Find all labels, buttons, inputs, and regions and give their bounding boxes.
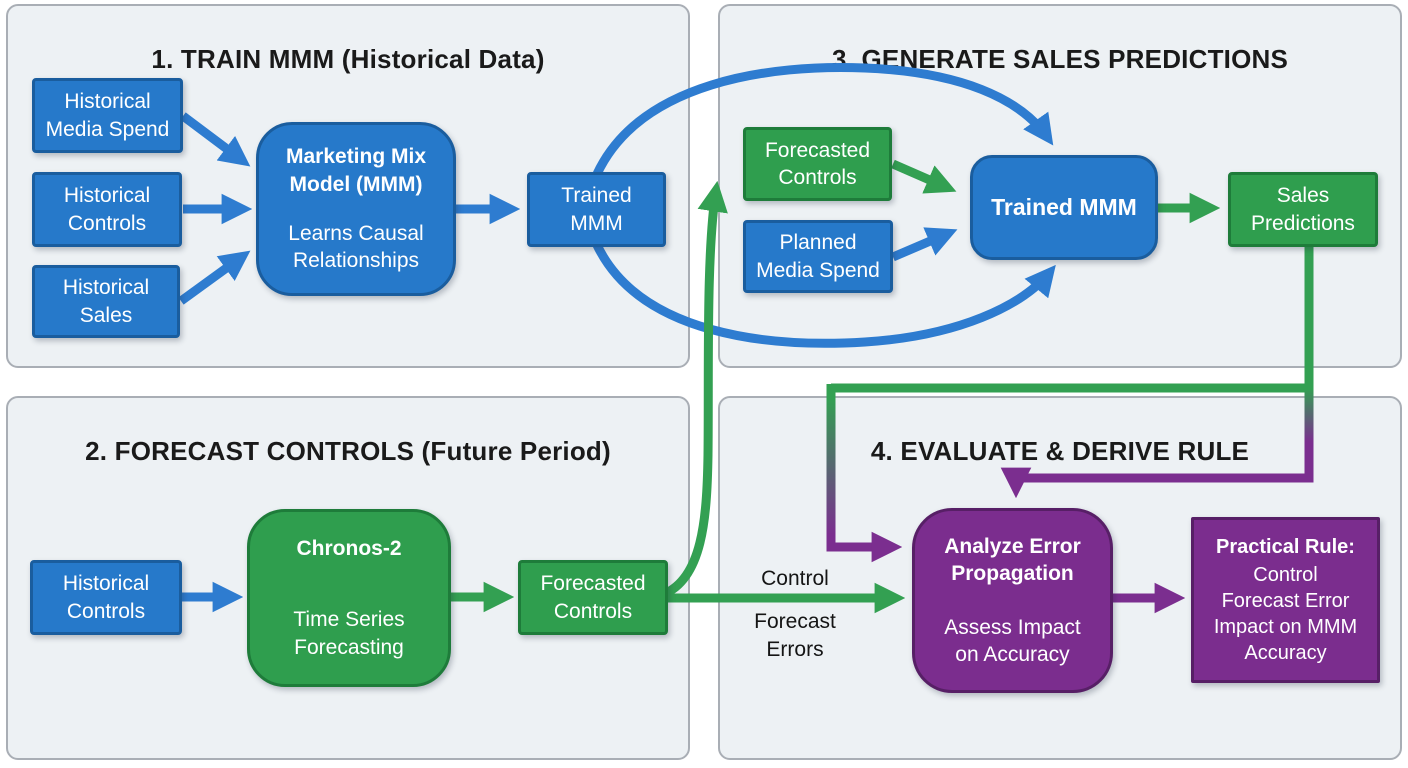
node-historical-sales: Historical Sales <box>32 265 180 338</box>
node-analyze-error-propagation-header: Analyze Error Propagation <box>944 534 1081 586</box>
node-analyze-error-propagation: Analyze Error Propagation Assess Impact … <box>912 508 1113 693</box>
panel-train-mmm-title: 1. TRAIN MMM (Historical Data) <box>151 43 545 74</box>
label-control-forecast-errors-rest: Forecast Errors <box>754 610 836 661</box>
label-control-forecast-errors-top: Control <box>761 567 829 590</box>
node-chronos2: Chronos-2 Time Series Forecasting <box>247 509 451 687</box>
node-historical-controls-forecast: Historical Controls <box>30 560 182 635</box>
node-historical-sales-label: Historical Sales <box>62 276 150 327</box>
node-trained-mmm-predict: Trained MMM <box>970 155 1158 260</box>
node-practical-rule-body: Control Forecast Error Impact on MMM Acc… <box>1213 564 1358 664</box>
node-forecasted-controls-forecast-label: Forecasted Controls <box>540 572 646 623</box>
node-chronos2-body: Time Series Forecasting <box>293 608 405 659</box>
node-trained-mmm-train-label: Trained MMM <box>561 184 632 235</box>
panel-evaluate-derive-rule-title: 4. EVALUATE & DERIVE RULE <box>870 435 1250 466</box>
panel-generate-sales-predictions-title: 3. GENERATE SALES PREDICTIONS <box>831 43 1289 74</box>
node-chronos2-header: Chronos-2 <box>296 537 402 561</box>
node-practical-rule: Practical Rule: Control Forecast Error I… <box>1191 517 1380 683</box>
node-sales-predictions: Sales Predictions <box>1228 172 1378 247</box>
node-forecasted-controls-predict: Forecasted Controls <box>743 127 892 201</box>
node-marketing-mix-model: Marketing Mix Model (MMM) Learns Causal … <box>256 122 456 296</box>
node-forecasted-controls-forecast: Forecasted Controls <box>518 560 668 635</box>
node-practical-rule-header: Practical Rule: <box>1216 536 1355 558</box>
node-historical-controls-train: Historical Controls <box>32 172 182 247</box>
node-planned-media-spend-label: Planned Media Spend <box>756 231 880 282</box>
node-historical-media-spend: Historical Media Spend <box>32 78 183 153</box>
node-trained-mmm-train: Trained MMM <box>527 172 666 247</box>
node-sales-predictions-label: Sales Predictions <box>1251 184 1355 235</box>
node-analyze-error-propagation-body: Assess Impact on Accuracy <box>944 615 1081 666</box>
node-historical-controls-forecast-label: Historical Controls <box>62 572 150 623</box>
node-marketing-mix-model-body: Learns Causal Relationships <box>288 222 424 273</box>
node-marketing-mix-model-header: Marketing Mix Model (MMM) <box>285 145 427 196</box>
node-historical-controls-train-label: Historical Controls <box>63 184 151 235</box>
node-forecasted-controls-predict-label: Forecasted Controls <box>764 138 871 189</box>
node-planned-media-spend: Planned Media Spend <box>743 220 893 293</box>
node-historical-media-spend-label: Historical Media Spend <box>45 90 170 141</box>
panel-forecast-controls-title: 2. FORECAST CONTROLS (Future Period) <box>85 435 611 466</box>
node-trained-mmm-predict-label: Trained MMM <box>991 193 1137 220</box>
